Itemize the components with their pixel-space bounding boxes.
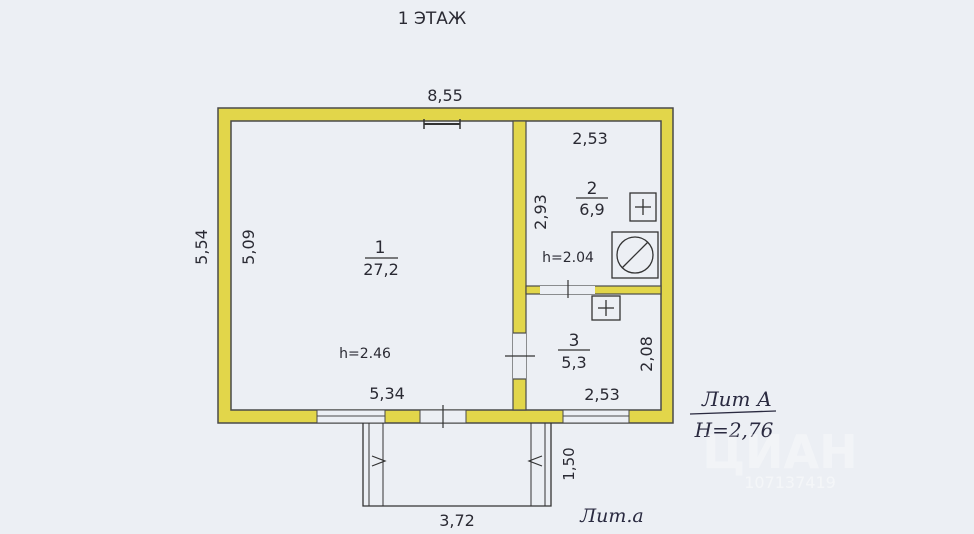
door-room1-room3 bbox=[505, 332, 535, 380]
window-top bbox=[423, 119, 461, 129]
room-3-area: 5,3 bbox=[561, 353, 586, 372]
watermark-id: 107137419 bbox=[744, 473, 836, 492]
floor-title: 1 ЭТАЖ bbox=[398, 9, 466, 29]
liter-main-divider bbox=[689, 410, 777, 415]
entrance-door bbox=[419, 405, 467, 428]
room-1-area: 27,2 bbox=[363, 260, 399, 279]
sink-icon bbox=[591, 295, 621, 321]
door-room2-room3 bbox=[540, 280, 595, 298]
window-bottom-left bbox=[316, 409, 386, 424]
dim-porch-width: 3,72 bbox=[439, 511, 475, 530]
window-bottom-right bbox=[562, 409, 630, 424]
dim-room3-height: 2,08 bbox=[637, 336, 656, 372]
dim-bottom-left: 5,34 bbox=[369, 384, 405, 403]
dim-top-width: 8,55 bbox=[427, 86, 463, 105]
liter-porch: Лит.а bbox=[579, 505, 643, 527]
dim-room2-height: 2,93 bbox=[531, 194, 550, 230]
room-2-height: h=2.04 bbox=[542, 250, 594, 266]
room-2-area: 6,9 bbox=[579, 200, 604, 219]
dim-bottom-right: 2,53 bbox=[584, 385, 620, 404]
liter-main-height: H=2,76 bbox=[694, 418, 774, 442]
dim-porch-depth: 1,50 bbox=[560, 447, 578, 480]
room-2-number: 2 bbox=[587, 179, 598, 199]
porch bbox=[362, 423, 552, 507]
dim-left-outer: 5,54 bbox=[192, 229, 211, 265]
room-1-height: h=2.46 bbox=[339, 346, 391, 362]
outer-walls bbox=[217, 107, 674, 424]
room-1-number: 1 bbox=[375, 238, 386, 258]
liter-main-name: Лит А bbox=[701, 387, 772, 411]
stove-icon bbox=[629, 192, 657, 222]
dim-room2-width: 2,53 bbox=[572, 129, 608, 148]
room-3-number: 3 bbox=[569, 331, 580, 351]
watermark-text: ЦИАН bbox=[702, 425, 857, 479]
dim-left-inner: 5,09 bbox=[239, 229, 258, 265]
gas-boiler-icon bbox=[611, 231, 659, 279]
